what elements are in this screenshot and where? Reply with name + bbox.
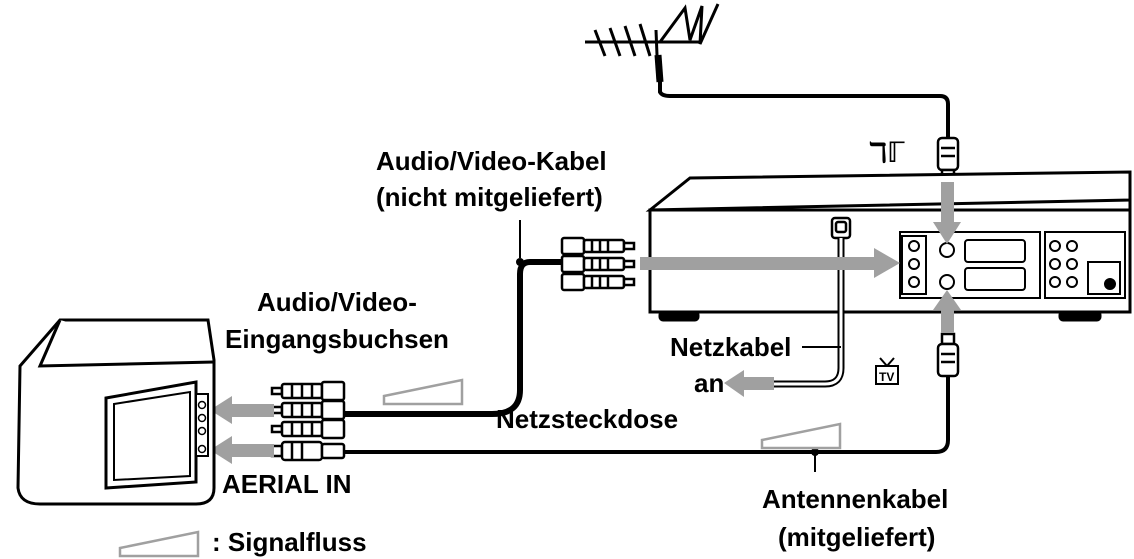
av-cable	[345, 259, 562, 417]
antenna-plug-vcr-out	[936, 332, 960, 378]
vcr-connector-panel	[899, 231, 1126, 299]
aerial-flow-arrow	[210, 436, 274, 464]
aerial-in-label: AERIAL IN	[222, 469, 352, 499]
av-plugs-vcr	[560, 236, 636, 292]
legend-signal-arrow-icon	[118, 530, 200, 558]
antenna-out-flow-arrow	[933, 290, 961, 333]
av-input-label-2: Eingangsbuchsen	[225, 324, 449, 354]
antenna-signal-arrow-icon	[760, 422, 842, 450]
av-flow-arrow-tv	[210, 396, 274, 424]
antenna-icon	[585, 3, 720, 83]
av-plugs-tv	[270, 380, 346, 440]
legend-label: : Signalfluss	[212, 527, 367, 557]
power-outlet-label: Netzsteckdose	[496, 404, 678, 434]
antenna-lead	[658, 80, 950, 138]
antenna-cable	[345, 376, 950, 454]
antenna-cable-note: (mitgeliefert)	[778, 522, 935, 552]
antenna-in-flow-arrow	[933, 182, 961, 244]
antenna-cable-label: Antennenkabel	[762, 484, 948, 514]
av-cable-note: (nicht mitgeliefert)	[376, 182, 603, 212]
power-cable-label-2: an	[694, 368, 724, 398]
tv-device	[16, 318, 216, 506]
power-cable-label: Netzkabel	[670, 332, 791, 362]
vcr-power-socket	[830, 216, 852, 240]
av-input-label: Audio/Video-	[257, 287, 417, 317]
svg-text:TV: TV	[879, 370, 894, 384]
antenna-in-symbol: ℸℾ	[868, 136, 905, 169]
av-cable-label: Audio/Video-Kabel	[376, 146, 607, 176]
tv-out-symbol: TV	[875, 357, 899, 385]
antenna-plug-tv	[270, 440, 346, 462]
av-flow-arrow-vcr	[640, 248, 900, 278]
av-signal-arrow-icon	[382, 378, 464, 406]
power-arrow-icon	[724, 370, 774, 397]
